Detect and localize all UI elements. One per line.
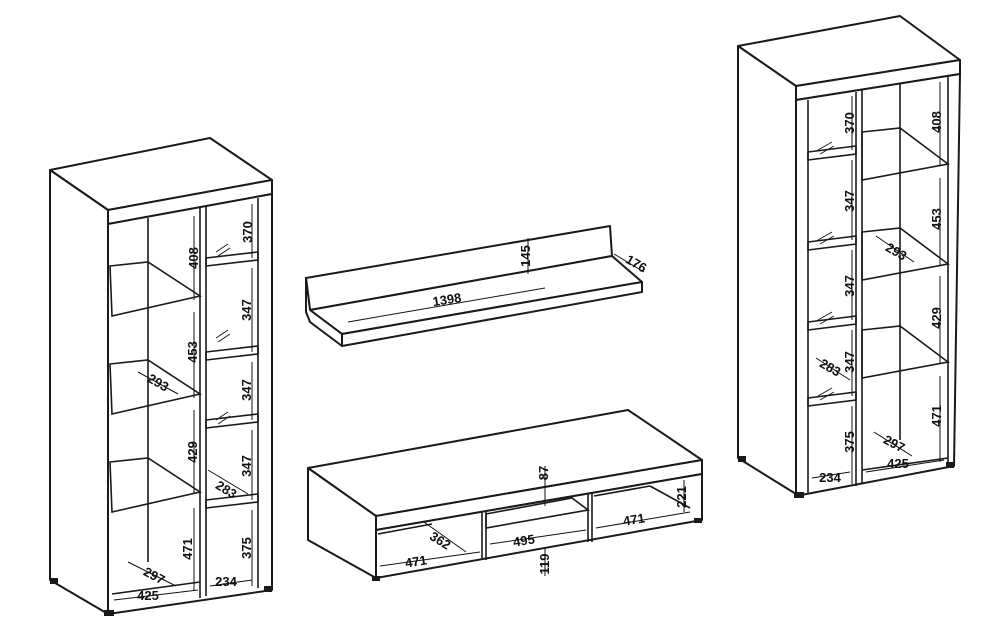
left-dim-347-b: 347 [239,379,254,401]
left-dim-234: 234 [215,574,237,589]
tv-dim-471-b: 471 [622,510,646,528]
left-dim-370: 370 [240,221,255,243]
left-cabinet-side [49,169,109,615]
left-dim-347-c: 347 [239,455,254,477]
tv-dim-471-a: 471 [404,552,428,570]
right-dim-347-c: 347 [842,351,857,373]
left-dim-408: 408 [186,247,201,269]
left-dim-347-a: 347 [239,299,254,321]
right-cabinet: 370 408 347 453 293 347 429 283 347 471 … [737,15,961,498]
right-dim-408: 408 [929,111,944,133]
right-dim-453: 453 [929,208,944,230]
right-cabinet-front [795,73,961,497]
left-dim-375: 375 [239,537,254,559]
left-cabinet: 408 453 293 429 471 297 425 370 347 347 … [49,137,273,616]
left-dim-453: 453 [185,341,200,363]
right-dim-234: 234 [819,470,841,485]
left-dim-425: 425 [137,588,159,603]
tv-dim-87: 87 [536,466,551,480]
right-cabinet-side [737,45,797,495]
shelf-dim-1398: 1398 [431,290,462,309]
right-dim-347-a: 347 [842,190,857,212]
right-dim-425: 425 [887,456,909,471]
right-dim-429: 429 [929,307,944,329]
right-dim-471: 471 [929,405,944,427]
right-dim-370: 370 [842,112,857,134]
shelf-dim-145: 145 [518,245,533,267]
right-dim-375: 375 [842,431,857,453]
left-dim-471: 471 [180,538,195,560]
tv-stand: 87 221 362 471 495 471 119 [307,409,703,581]
right-dim-347-b: 347 [842,275,857,297]
left-dim-429: 429 [185,441,200,463]
wall-shelf: 1398 145 176 [305,225,649,347]
tv-dim-119: 119 [537,554,552,575]
tv-dim-221: 221 [674,486,689,508]
tv-dim-495: 495 [512,531,536,549]
